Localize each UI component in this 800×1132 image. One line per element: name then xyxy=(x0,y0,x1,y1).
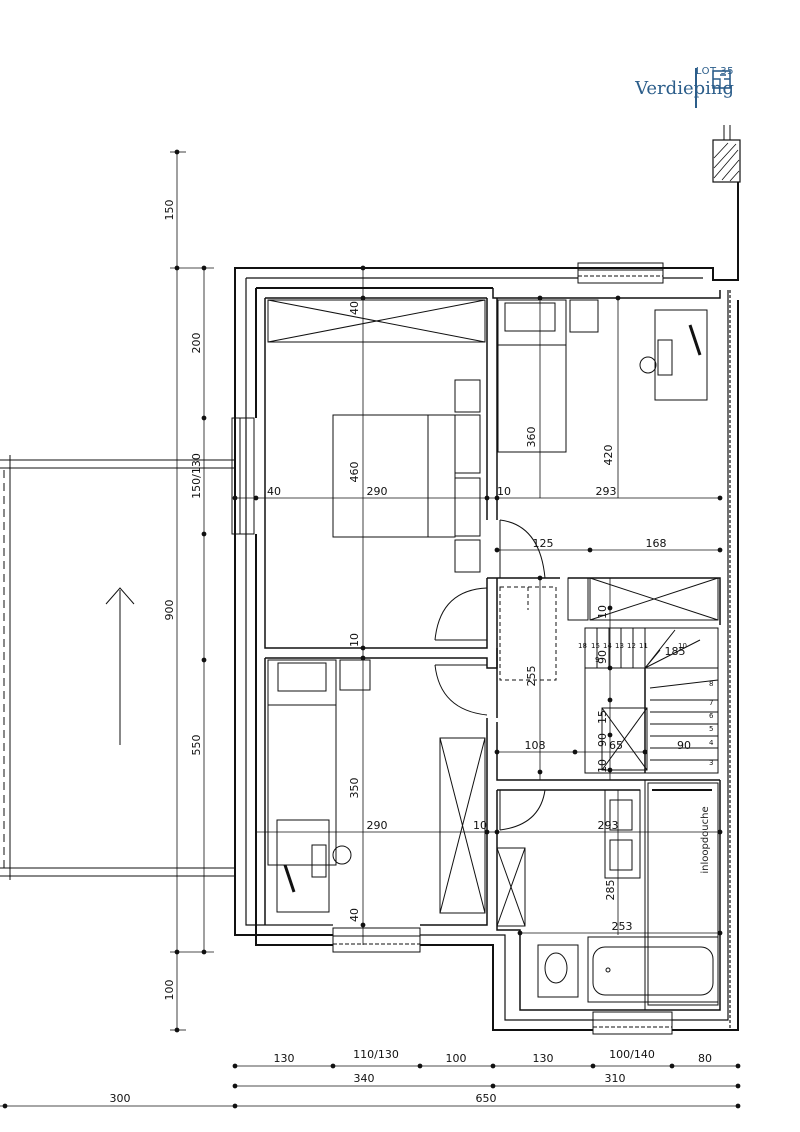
dim-r1-40: 40 xyxy=(267,485,281,498)
window-bottom-left xyxy=(332,927,421,953)
neighbor-wall xyxy=(712,125,741,183)
dim-r3-290: 290 xyxy=(367,819,388,832)
dim-r2-168: 168 xyxy=(646,537,667,550)
bathtub xyxy=(587,936,719,1003)
dim-wall-10: 10 xyxy=(497,485,511,498)
stair-step-number: 6 xyxy=(709,712,714,720)
bathroom-cabinet xyxy=(496,847,526,927)
stair-step-number: 10 xyxy=(678,642,687,650)
stair-step-number: 18 xyxy=(578,642,587,650)
dim-bottom-340: 340 xyxy=(354,1072,375,1085)
dim-hall-90b: 90 xyxy=(596,733,609,747)
walk-in-shower xyxy=(647,782,719,1006)
single-bed-bedroom-3 xyxy=(267,659,337,866)
dim-r2-420: 420 xyxy=(602,445,615,466)
nightstand xyxy=(569,299,599,333)
outer-walls xyxy=(234,182,739,1031)
dim-r1-290: 290 xyxy=(367,485,388,498)
dim-r1-460: 460 xyxy=(348,462,361,483)
dim-bath-253: 253 xyxy=(612,920,633,933)
stair-step-number: 9 xyxy=(595,656,599,664)
window-bottom-right xyxy=(592,1011,673,1035)
dim-hall-255: 255 xyxy=(525,666,538,687)
dim-bottom-110-130: 110/130 xyxy=(353,1048,399,1061)
dimension-lines xyxy=(0,149,741,1109)
attic-hatch xyxy=(499,586,557,681)
dim-hall-10c: 10 xyxy=(596,759,609,773)
desk-bedroom-3 xyxy=(276,819,352,913)
dim-r2-293: 293 xyxy=(596,485,617,498)
dim-r2-125: 125 xyxy=(533,537,554,550)
dim-r3-40: 40 xyxy=(348,908,361,922)
dim-hall-15: 15 xyxy=(596,710,609,724)
washbasins xyxy=(604,789,641,879)
dim-hall-90: 90 xyxy=(596,650,609,664)
single-bed-bedroom-2 xyxy=(497,299,567,453)
floor-title: Verdieping xyxy=(635,78,734,99)
dim-bottom-130b: 130 xyxy=(533,1052,554,1065)
nightstand-bedroom-3 xyxy=(339,659,371,691)
dim-left-150-130: 150/130 xyxy=(190,453,203,499)
stair-step-number: 12 xyxy=(627,642,636,650)
stair-step-number: 4 xyxy=(709,739,714,747)
dim-bath-285: 285 xyxy=(604,880,617,901)
window-left xyxy=(231,417,255,535)
dim-bottom-130a: 130 xyxy=(274,1052,295,1065)
door-bedroom-3 xyxy=(434,664,488,716)
stair-step-number: 13 xyxy=(615,642,624,650)
dim-hall-108: 108 xyxy=(525,739,546,752)
dim-hall-10b: 10 xyxy=(596,605,609,619)
dim-r3-10: 10 xyxy=(473,819,487,832)
window-top-right xyxy=(577,262,664,284)
dim-left-200: 200 xyxy=(190,333,203,354)
dim-r2-360: 360 xyxy=(525,427,538,448)
dim-r3-350: 350 xyxy=(348,778,361,799)
dim-bottom-300: 300 xyxy=(110,1092,131,1105)
dim-hall-65: 65 xyxy=(609,739,623,752)
staircase xyxy=(584,627,719,774)
header-divider xyxy=(695,68,697,108)
stair-step-number: 5 xyxy=(709,725,713,733)
dim-hall-90c: 90 xyxy=(677,739,691,752)
dim-hall-10: 10 xyxy=(348,633,361,647)
dim-r1-40-top: 40 xyxy=(348,301,361,315)
dim-bottom-100: 100 xyxy=(446,1052,467,1065)
dim-bottom-100-140: 100/140 xyxy=(609,1048,655,1061)
toilet xyxy=(537,944,579,998)
terrace xyxy=(0,455,235,880)
stair-step-number: 15 xyxy=(591,642,600,650)
dim-bottom-310: 310 xyxy=(605,1072,626,1085)
stair-step-number: 7 xyxy=(709,699,713,707)
door-bathroom xyxy=(499,789,546,831)
wardrobe-bedroom-1 xyxy=(267,299,486,343)
dim-left-100: 100 xyxy=(163,980,176,1001)
dim-bath-293: 293 xyxy=(598,819,619,832)
stair-step-number: 8 xyxy=(709,680,713,688)
closet-hall xyxy=(567,577,719,621)
dim-left-550: 550 xyxy=(190,735,203,756)
door-bedroom-2 xyxy=(499,519,546,579)
floorplan-icon xyxy=(712,70,731,89)
dim-hall-185: 185 xyxy=(665,645,686,658)
stair-step-number: 3 xyxy=(709,759,713,767)
desk-bedroom-2 xyxy=(639,309,708,401)
dim-bottom-80: 80 xyxy=(698,1052,712,1065)
stair-step-number: 14 xyxy=(603,642,612,650)
dim-left-150: 150 xyxy=(163,200,176,221)
interior-walls xyxy=(264,297,721,1011)
door-bedroom-1 xyxy=(434,587,488,641)
stair-step-number: 11 xyxy=(639,642,648,650)
double-bed xyxy=(332,379,481,573)
wardrobe-bedroom-3 xyxy=(439,737,486,914)
shower-label: inloopdouche xyxy=(700,806,711,873)
dim-bottom-650: 650 xyxy=(476,1092,497,1105)
dim-left-900: 900 xyxy=(163,600,176,621)
